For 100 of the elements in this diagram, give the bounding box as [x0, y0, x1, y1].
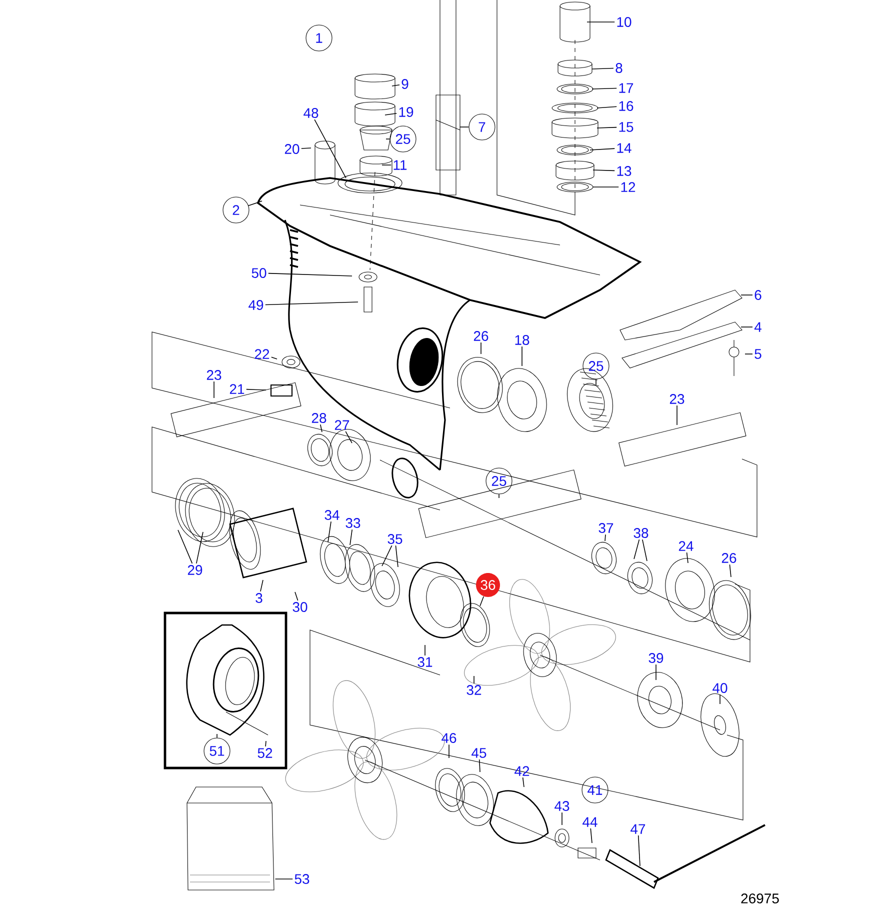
- leader-line: [592, 88, 618, 90]
- callout-number: 27: [334, 420, 350, 430]
- leader-line: [604, 534, 606, 542]
- callout-number: 28: [312, 413, 326, 423]
- leader-line: [328, 521, 332, 542]
- callout-number: 45: [472, 748, 486, 758]
- callout-number: 32: [466, 685, 482, 695]
- circled-callout: 7: [468, 114, 496, 140]
- callout-number: 6: [754, 290, 762, 300]
- callout-number: 9: [402, 79, 408, 89]
- callout-number: 50: [252, 268, 266, 278]
- circled-callout: 25: [390, 126, 416, 152]
- leader-line: [265, 740, 266, 747]
- callout-number: 37: [598, 523, 614, 533]
- circled-callout: 51: [204, 738, 230, 764]
- callout-number: 15: [619, 122, 634, 132]
- callout-number: 40: [712, 683, 728, 693]
- callout-number: 20: [284, 144, 300, 154]
- parts-bag-drawing: [186, 786, 274, 890]
- callout-number: 11: [394, 160, 407, 170]
- leader-line: [642, 539, 648, 562]
- callout-number: 16: [619, 101, 634, 111]
- leader-line: [196, 532, 204, 564]
- circled-callout: 2: [222, 196, 250, 224]
- leader-line: [596, 106, 618, 108]
- callout-number: 30: [292, 602, 308, 612]
- callout-number: 35: [388, 534, 402, 544]
- circled-callout: 1: [306, 24, 332, 52]
- callout-number: 22: [254, 349, 270, 359]
- leader-line: [522, 777, 524, 788]
- leader-line: [448, 744, 450, 758]
- leader-line: [216, 734, 218, 738]
- callout-number: 23: [670, 394, 684, 404]
- callout-number: 53: [294, 874, 310, 884]
- leader-line: [592, 186, 620, 188]
- callout-number: 39: [648, 653, 664, 663]
- callout-number: 21: [230, 384, 244, 394]
- leader-line: [729, 564, 732, 578]
- leader-line: [592, 170, 616, 172]
- circled-callout: 25: [582, 352, 610, 380]
- leader-line: [246, 388, 266, 390]
- callout-number: 48: [304, 108, 318, 118]
- leader-line: [498, 494, 500, 498]
- leader-line: [386, 138, 390, 140]
- leader-line: [178, 530, 193, 564]
- callout-number: 38: [634, 528, 648, 538]
- drawing-number: 26975: [741, 894, 779, 904]
- callout-number: 43: [554, 801, 570, 811]
- leader-line: [345, 431, 352, 444]
- callout-number: 3: [256, 593, 262, 603]
- leader-line: [384, 112, 397, 116]
- leader-line: [392, 84, 400, 86]
- leader-line: [480, 596, 484, 606]
- leader-line: [596, 126, 618, 128]
- callout-number: 5: [754, 349, 762, 359]
- callout-number: 19: [399, 107, 414, 117]
- leader-line: [424, 644, 426, 656]
- leader-line: [350, 529, 352, 546]
- leader-line: [382, 164, 392, 166]
- callout-number: 13: [617, 166, 632, 176]
- leader-line: [274, 878, 294, 880]
- circled-callout: 41: [582, 776, 608, 804]
- leader-line: [314, 119, 346, 178]
- leader-line: [676, 405, 678, 426]
- callout-number: 12: [621, 182, 636, 192]
- leader-line: [480, 342, 482, 354]
- circled-callout: 36: [476, 573, 500, 597]
- inset-frame: [164, 612, 288, 770]
- leader-line: [590, 148, 616, 150]
- callout-number: 4: [754, 322, 762, 332]
- callout-number: 26: [722, 553, 736, 563]
- callout-number: 17: [619, 83, 634, 93]
- leader-line: [638, 835, 640, 866]
- leader-line: [592, 68, 614, 70]
- callout-number: 24: [678, 541, 694, 551]
- callout-number: 14: [617, 143, 632, 153]
- leader-line: [248, 200, 262, 206]
- callout-number: 52: [258, 748, 272, 758]
- leader-line: [270, 356, 278, 360]
- leader-line: [740, 326, 753, 328]
- leader-line: [264, 302, 358, 306]
- leader-line: [260, 580, 264, 592]
- callout-number: 31: [418, 657, 432, 667]
- callout-number: 47: [630, 824, 646, 834]
- callout-number: 49: [248, 300, 264, 310]
- leader-line: [590, 828, 592, 844]
- callout-number: 10: [617, 17, 632, 27]
- leader-line: [395, 545, 398, 568]
- leader-line: [686, 552, 688, 564]
- callout-number: 34: [324, 510, 340, 520]
- callout-number: 44: [582, 817, 598, 827]
- callout-number: 26: [474, 331, 488, 341]
- callout-number: 18: [515, 335, 530, 345]
- leader-line: [478, 759, 480, 772]
- circled-callout: 25: [486, 468, 512, 494]
- leader-line: [268, 272, 352, 276]
- callout-number: 29: [188, 565, 202, 575]
- leader-line: [382, 545, 392, 566]
- leader-line: [634, 539, 640, 560]
- leader-line: [320, 424, 322, 432]
